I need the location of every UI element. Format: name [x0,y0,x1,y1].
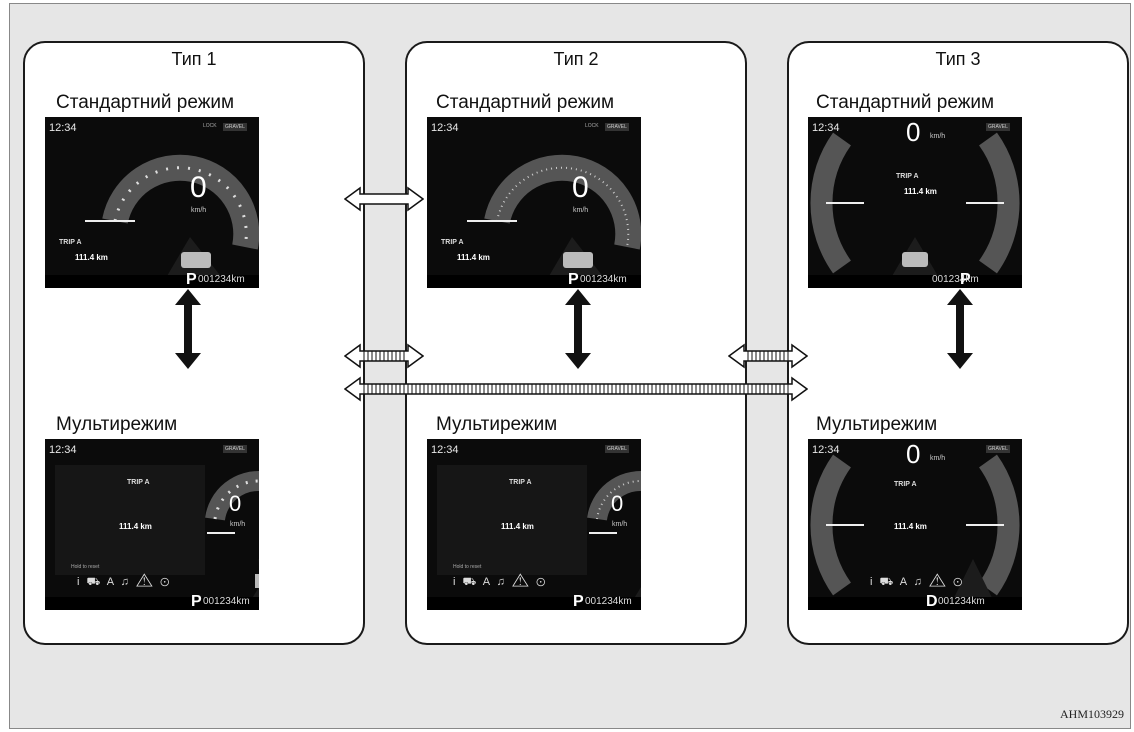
trip-label: TRIP A [59,239,82,246]
type-2-multi-mode-label: Мультирежим [436,414,558,435]
road-mode-badge: GRAVEL [986,445,1010,453]
arrow-type1-type2-multi [344,343,424,369]
gear-indicator: P [960,271,971,288]
type-3-standard-mode-label: Стандартний режим [816,92,995,113]
speed-value: 0 [572,171,589,204]
clock-text: 12:34 [49,122,77,134]
speed-unit: km/h [573,207,589,214]
trip-label: TRIP A [896,173,919,180]
odometer: 001234km [932,274,979,285]
trip-value: 111.4 km [75,253,108,262]
lock-indicator: LOCK [203,123,217,129]
clock-text: 12:34 [431,122,459,134]
type-2-multi-screen: 12:34 GRAVEL TRIP A 111.4 km 0 km/h Hold… [427,439,641,610]
big-gauge-graphic [427,154,641,288]
type-2-label: Тип 2 [553,49,599,69]
road-mode-badge: GRAVEL [223,123,247,131]
road-mode-badge: GRAVEL [605,445,629,453]
trip-label: TRIP A [441,239,464,246]
speed-unit: km/h [930,133,946,140]
gear-indicator: P [186,271,197,288]
gear-indicator: P [191,593,202,610]
arrow-type2-type3-multi [728,343,808,369]
big-gauge-graphic [45,154,259,288]
type-2-standard-mode-label: Стандартний режим [436,92,615,113]
type-1-multi-screen: 12:34 GRAVEL TRIP A 111.4 km 0 km/h Hold… [45,439,259,610]
odometer: 001234km [580,274,627,285]
twin-bar-graphic [808,454,1022,610]
menu-icon-row: i ⛟ A ♫ ⚠ ⊙ [77,576,172,588]
reset-hint: Hold to reset [453,564,482,570]
trip-label: TRIP A [894,481,917,488]
clock-text: 12:34 [812,122,840,134]
trip-value: 111.4 km [457,253,490,262]
speed-unit: km/h [191,207,207,214]
speed-value: 0 [906,439,921,469]
clock-text: 12:34 [812,444,840,456]
trip-label: TRIP A [127,479,150,486]
twin-bar-graphic [808,132,1022,288]
small-gauge-graphic [427,465,641,610]
odometer: 001234km [198,274,245,285]
trip-label: TRIP A [509,479,532,486]
type-1-label: Тип 1 [171,49,217,69]
speed-unit: km/h [230,521,246,528]
odometer: 001234km [938,596,985,607]
gear-indicator: P [573,593,584,610]
trip-value: 111.4 km [904,187,937,196]
trip-value: 111.4 km [501,522,534,531]
trip-value: 111.4 km [119,522,152,531]
image-reference-code: AHM103929 [1059,707,1124,721]
figure-frame: Тип 1 Стандартний режим 12:34 GRAVEL LOC… [9,3,1131,729]
road-mode-badge: GRAVEL [605,123,629,131]
switch-arrow-type-2 [565,289,591,369]
odometer: 001234km [203,596,250,607]
clock-text: 12:34 [49,444,77,456]
reset-hint: Hold to reset [71,564,100,570]
clock-text: 12:34 [431,444,459,456]
type-3-standard-screen: 12:34 GRAVEL 0 km/h TRIP A 111.4 km P 00… [808,117,1022,288]
menu-icon-row: i ⛟ A ♫ ⚠ ⊙ [453,576,548,588]
speed-value: 0 [611,491,624,516]
switch-arrow-type-3 [947,289,973,369]
speed-unit: km/h [612,521,628,528]
type-3-multi-screen: 12:34 GRAVEL 0 km/h TRIP A 111.4 km i ⛟ … [808,439,1022,610]
arrow-type1-type2-standard [344,186,424,212]
speed-unit: km/h [930,455,946,462]
type-3-multi-mode-label: Мультирежим [816,414,938,435]
speed-value: 0 [229,491,242,516]
type-3-label: Тип 3 [935,49,981,69]
type-1-multi-mode-label: Мультирежим [56,414,178,435]
gear-indicator: P [568,271,579,288]
menu-icon-row: i ⛟ A ♫ ⚠ ⊙ [870,576,965,588]
type-2-standard-screen: 12:34 GRAVEL LOCK 0 km/h TRIP A 111.4 km… [427,117,641,288]
odometer: 001234km [585,596,632,607]
type-1-standard-mode-label: Стандартний режим [56,92,235,113]
gear-indicator: D [926,593,938,610]
speed-value: 0 [190,171,207,204]
switch-arrow-type-1 [175,289,201,369]
lock-indicator: LOCK [585,123,599,129]
small-gauge-graphic [45,465,259,610]
road-mode-badge: GRAVEL [223,445,247,453]
trip-value: 111.4 km [894,522,927,531]
type-1-standard-screen: 12:34 GRAVEL LOCK 0 km/h TRIP A 111.4 km… [45,117,259,288]
road-mode-badge: GRAVEL [986,123,1010,131]
arrow-type1-type3-multi [344,376,808,402]
speed-value: 0 [906,117,921,147]
